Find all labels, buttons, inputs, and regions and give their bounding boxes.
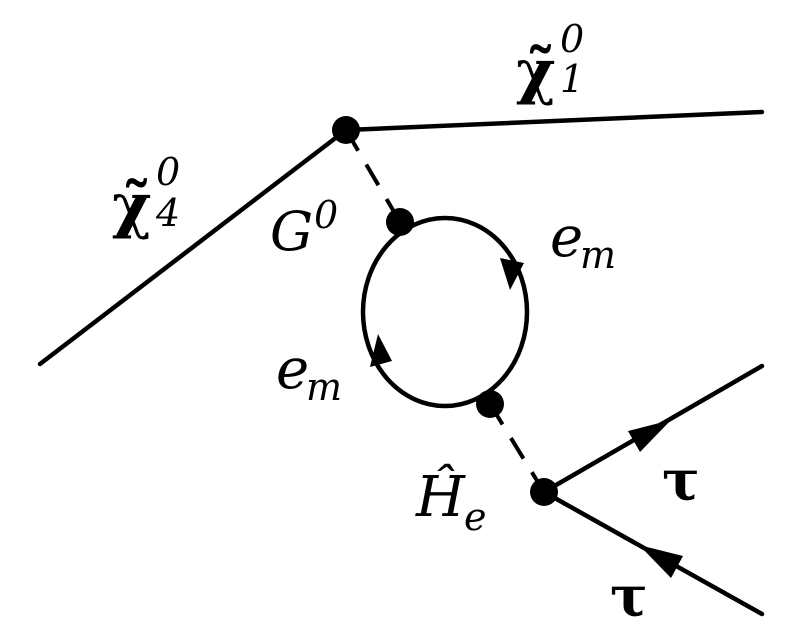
loop-arrow-down-icon xyxy=(500,258,524,290)
label-chi1: χ̃ 0 1 xyxy=(516,17,589,107)
neutralino-1-line xyxy=(343,109,765,133)
tau-upper-arrow-icon xyxy=(628,420,671,452)
electron-loop xyxy=(360,215,530,409)
vertex-loop-bottom xyxy=(476,390,504,418)
vertex-neutralino xyxy=(332,116,360,144)
loop-arrow-up-icon xyxy=(370,334,392,367)
label-tau-upper: τ xyxy=(662,448,700,514)
vertex-tau xyxy=(530,478,558,506)
label-higgs: Ĥ e xyxy=(415,463,487,539)
label-loop-right: e m xyxy=(550,205,616,277)
label-chi4: χ̃ 0 4 xyxy=(112,150,185,241)
label-goldstone: G 0 xyxy=(270,193,338,263)
goldstone-propagator xyxy=(344,128,402,224)
tau-lower-arrow-icon xyxy=(639,545,683,578)
vertex-loop-top xyxy=(386,208,414,236)
neutralino-4-line xyxy=(37,127,349,367)
label-tau-lower: τ xyxy=(610,564,648,630)
label-loop-left: e m xyxy=(276,337,342,409)
higgs-propagator xyxy=(488,402,546,494)
